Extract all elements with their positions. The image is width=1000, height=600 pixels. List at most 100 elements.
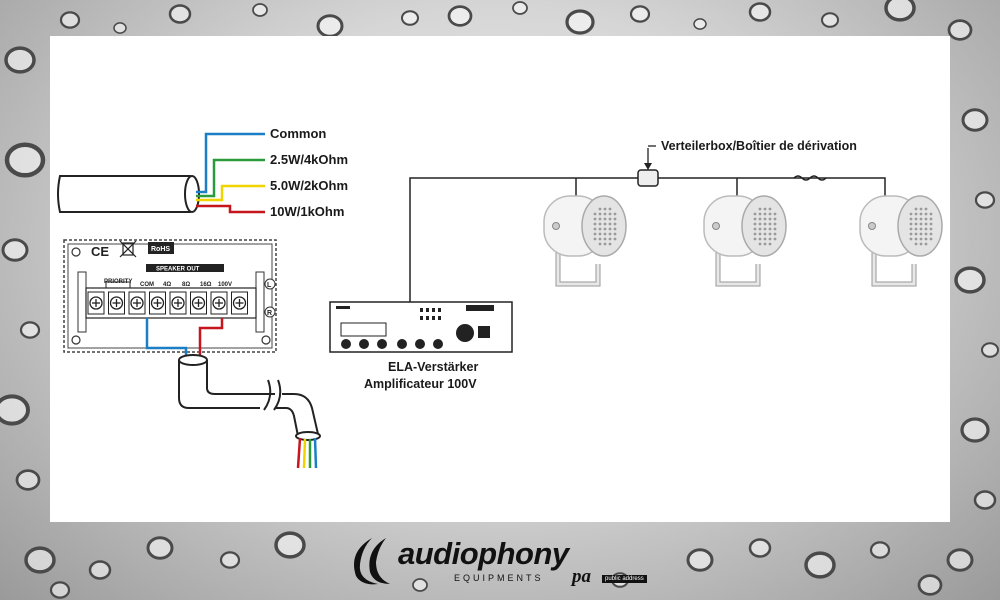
amp-knob-icon	[359, 339, 369, 349]
water-drop	[960, 417, 990, 443]
water-drop	[19, 321, 41, 339]
projection-speaker	[859, 195, 943, 287]
water-drop	[1, 238, 29, 262]
wiring-diagram-panel: Common 2.5W/4kOhm 5.0W/2kOhm 10W/1kOhm C…	[50, 36, 950, 522]
amplifier-caption-line2: Amplificateur 100V	[364, 377, 477, 391]
wire-10w	[196, 204, 265, 214]
usb-slot	[478, 326, 490, 338]
water-drop	[412, 578, 428, 592]
water-drop	[447, 5, 473, 27]
amp-knob-icon	[397, 339, 407, 349]
logo-pa: pa	[572, 566, 591, 587]
water-drop	[981, 342, 999, 358]
water-drop	[4, 142, 46, 178]
water-drop	[168, 4, 192, 24]
tap-label-5w: 5.0W/2kOhm	[270, 178, 348, 193]
water-drop	[917, 574, 943, 596]
amp-knob-icon	[341, 339, 351, 349]
water-drop	[961, 108, 989, 132]
amplifier-caption-line1: ELA-Verstärker	[388, 360, 478, 374]
water-drop	[686, 548, 714, 572]
screw-hole	[261, 335, 271, 345]
amp-knob-icon	[415, 339, 425, 349]
amp-knobs	[341, 339, 443, 349]
water-drop	[954, 266, 986, 294]
water-drop	[316, 14, 344, 38]
side-label-l: L	[267, 282, 272, 289]
projection-speaker	[703, 195, 787, 287]
tap-label-10w: 10W/1kOhm	[270, 204, 344, 219]
water-drop	[973, 490, 997, 510]
speaker-out-heading: SPEAKER OUT	[156, 267, 200, 273]
water-drop	[274, 531, 306, 559]
amp-knob-icon	[433, 339, 443, 349]
speaker-out-panel: CE RoHS SPEAKER OUT PRIORITY COM 4Ω 8Ω 1…	[63, 239, 277, 360]
amp-display	[340, 322, 387, 337]
water-drop	[565, 9, 595, 35]
water-drop	[804, 551, 836, 579]
rohs-badge	[148, 242, 174, 254]
tap-label-common: Common	[270, 126, 326, 141]
priority-bracket	[105, 281, 131, 288]
water-drop	[15, 469, 41, 491]
water-drop	[512, 1, 528, 15]
water-drop	[59, 11, 81, 29]
water-drop	[24, 546, 56, 574]
terminal-screws	[87, 281, 248, 315]
water-drop	[88, 560, 112, 580]
amp-knob-icon	[377, 339, 387, 349]
water-drop	[974, 191, 996, 209]
water-drop	[113, 22, 127, 34]
screw-hole	[71, 247, 81, 257]
water-drop	[821, 12, 839, 28]
water-drop	[252, 3, 268, 17]
logo-tag: public address	[602, 575, 647, 583]
screw-hole	[71, 335, 81, 345]
terminal-label-16: 16Ω	[200, 282, 212, 288]
audiophony-logo: audiophony EQUIPMENTS pa public address	[340, 532, 670, 592]
weee-bin-icon	[119, 240, 137, 258]
cable-sheath	[57, 175, 194, 213]
wire-100v-terminal	[198, 318, 224, 360]
terminal-label-100v: 100V	[218, 282, 232, 288]
diagram-svg: Common 2.5W/4kOhm 5.0W/2kOhm 10W/1kOhm C…	[57, 126, 943, 469]
speaker-line	[409, 175, 886, 302]
water-drop	[947, 19, 973, 41]
master-volume-knob	[456, 324, 474, 342]
logo-brand: audiophony	[398, 536, 569, 571]
wire-5w	[196, 184, 265, 202]
wire-2-5w	[196, 158, 265, 198]
water-drop	[49, 581, 71, 599]
water-drop	[946, 548, 974, 572]
side-label-r: R	[267, 310, 272, 317]
terminal-label-com: COM	[140, 282, 154, 288]
rohs-text: RoHS	[151, 246, 170, 253]
water-drop	[629, 5, 651, 23]
water-drop	[693, 18, 707, 30]
water-drop	[146, 536, 174, 560]
water-drop	[401, 10, 419, 26]
logo-sub: EQUIPMENTS	[454, 573, 544, 583]
distribution-box-label: Verteilerbox/Boîtier de dérivation	[661, 139, 857, 153]
water-drop	[748, 538, 772, 558]
amplifier-unit: ELA-Verstärker Amplificateur 100V	[329, 301, 513, 391]
cable-with-taps: Common 2.5W/4kOhm 5.0W/2kOhm 10W/1kOhm	[57, 126, 348, 219]
speakers	[543, 195, 943, 287]
water-drop	[748, 2, 772, 22]
wire-common	[196, 132, 265, 194]
terminal-label-4: 4Ω	[163, 282, 171, 288]
drop-cable	[178, 354, 321, 469]
ce-mark: CE	[91, 244, 109, 259]
water-drop	[884, 0, 916, 22]
projection-speaker	[543, 195, 627, 287]
tap-label-2-5w: 2.5W/4kOhm	[270, 152, 348, 167]
water-drop	[219, 551, 241, 569]
water-drop	[869, 541, 891, 559]
terminal-label-8: 8Ω	[182, 282, 190, 288]
wire-com-terminal	[145, 318, 188, 360]
logo-swoosh-icon	[354, 538, 390, 585]
distribution-box: Verteilerbox/Boîtier de dérivation	[637, 139, 857, 187]
water-drop	[0, 394, 30, 426]
water-drop	[4, 46, 36, 74]
